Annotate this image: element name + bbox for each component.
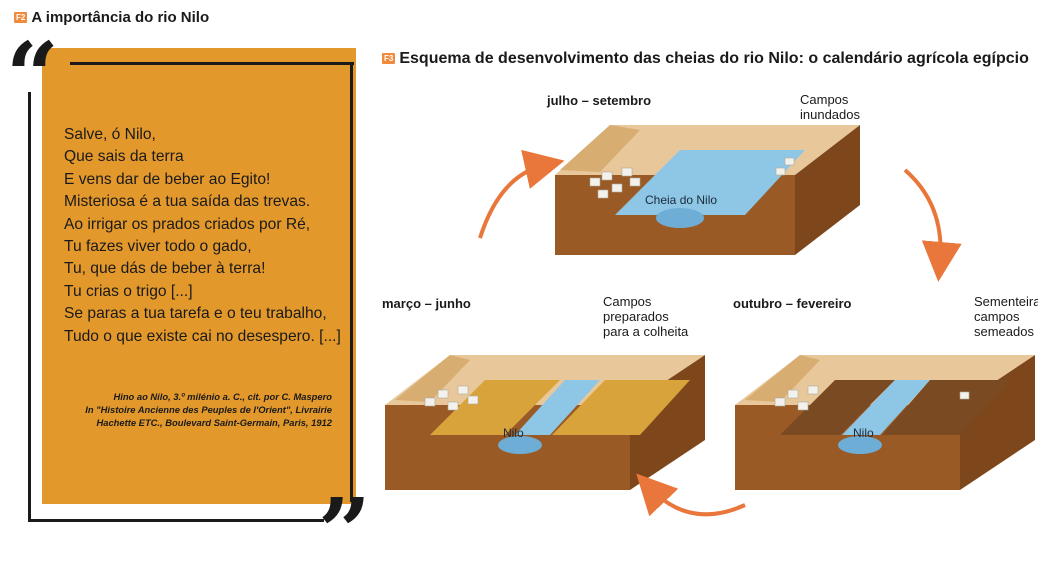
river-label-flood: Cheia do Nilo xyxy=(645,193,718,207)
cycle-arrow-to-harvest xyxy=(636,473,746,517)
quote-frame-right xyxy=(350,62,353,502)
sown-field xyxy=(882,380,1010,435)
poem-line: Tu, que dás de beber à terra! xyxy=(64,260,266,278)
poem-line: Tudo o que existe cai no desespero. [...… xyxy=(64,327,341,345)
harvest-fields-block xyxy=(385,355,705,490)
citation-line: Hino ao Nilo, 3.º milénio a. C., cit. po… xyxy=(113,391,332,402)
village-houses xyxy=(589,157,795,199)
note-sown-fields: Sementeira campos semeados xyxy=(974,294,1038,339)
note-line: para a colheita xyxy=(603,324,689,339)
period-label-sowing: outubro – fevereiro xyxy=(733,296,852,311)
village-houses xyxy=(774,385,970,411)
village-houses xyxy=(424,385,479,411)
note-line: semeados xyxy=(974,324,1034,339)
figure-tag: F2 xyxy=(14,12,28,23)
note-prepared-fields: Campos preparados para a colheita xyxy=(603,294,688,339)
poem-line: Salve, ó Nilo, xyxy=(64,126,156,143)
section-title: A importância do rio Nilo xyxy=(31,9,210,26)
period-label-harvest: março – junho xyxy=(382,296,471,311)
desert-hill xyxy=(395,355,470,402)
citation-line: In "Histoire Ancienne des Peuples de l'O… xyxy=(85,404,332,415)
river-channel xyxy=(838,436,882,454)
river-channel xyxy=(498,436,542,454)
poem-line: E vens dar de beber ao Egito! xyxy=(64,170,271,188)
citation-line: Hachette ETC., Boulevard Saint-Germain, … xyxy=(96,417,332,428)
flooded-fields-block xyxy=(555,125,860,255)
river-water xyxy=(842,380,930,435)
flood-water xyxy=(615,150,805,215)
desert-hill xyxy=(745,355,820,402)
river-channel xyxy=(656,208,704,228)
river-label-sowing: Nilo xyxy=(853,426,874,440)
poem-line: Que sais da terra xyxy=(64,148,184,166)
quote-frame-bottom xyxy=(28,519,324,522)
sown-field xyxy=(780,380,895,435)
quote-frame-top xyxy=(70,62,354,65)
poem-line: Ao irrigar os prados criados por Ré, xyxy=(64,215,311,233)
desert-hill xyxy=(560,125,640,172)
period-label-flood: julho – setembro xyxy=(547,93,652,108)
cycle-arrow-to-sowing xyxy=(903,168,962,282)
note-line: campos xyxy=(974,309,1020,324)
note-line: Campos xyxy=(603,294,652,309)
note-line: inundados xyxy=(800,107,860,122)
poem-citation: Hino ao Nilo, 3.º milénio a. C., cit. po… xyxy=(64,390,332,429)
poem-line: Misteriosa é a tua saída das trevas. xyxy=(64,193,311,211)
poem-line: Se paras a tua tarefa e o teu trabalho, xyxy=(64,305,327,323)
note-line: Campos xyxy=(800,92,849,107)
poem-line: Tu crias o trigo [...] xyxy=(64,282,193,300)
nile-flood-cycle-diagram xyxy=(385,125,1035,517)
quote-frame-left xyxy=(28,92,31,522)
cycle-arrow-to-flood xyxy=(478,149,565,239)
river-water xyxy=(515,380,600,435)
figure-tag: F3 xyxy=(382,53,396,64)
open-quote-mark: “ xyxy=(6,22,59,130)
golden-field xyxy=(430,380,560,435)
quote-panel xyxy=(42,48,356,504)
poem-text: Salve, ó Nilo, Que sais da terra E vens … xyxy=(64,124,341,348)
note-line: Sementeira xyxy=(974,294,1038,309)
river-label-harvest: Nilo xyxy=(503,426,524,440)
note-line: preparados xyxy=(603,309,669,324)
note-flooded-fields: Campos inundados xyxy=(800,92,860,122)
sown-fields-block xyxy=(735,355,1035,490)
diagram-title: Esquema de desenvolvimento das cheias do… xyxy=(399,50,1029,67)
golden-field xyxy=(552,380,690,435)
poem-line: Tu fazes viver todo o gado, xyxy=(64,238,252,256)
